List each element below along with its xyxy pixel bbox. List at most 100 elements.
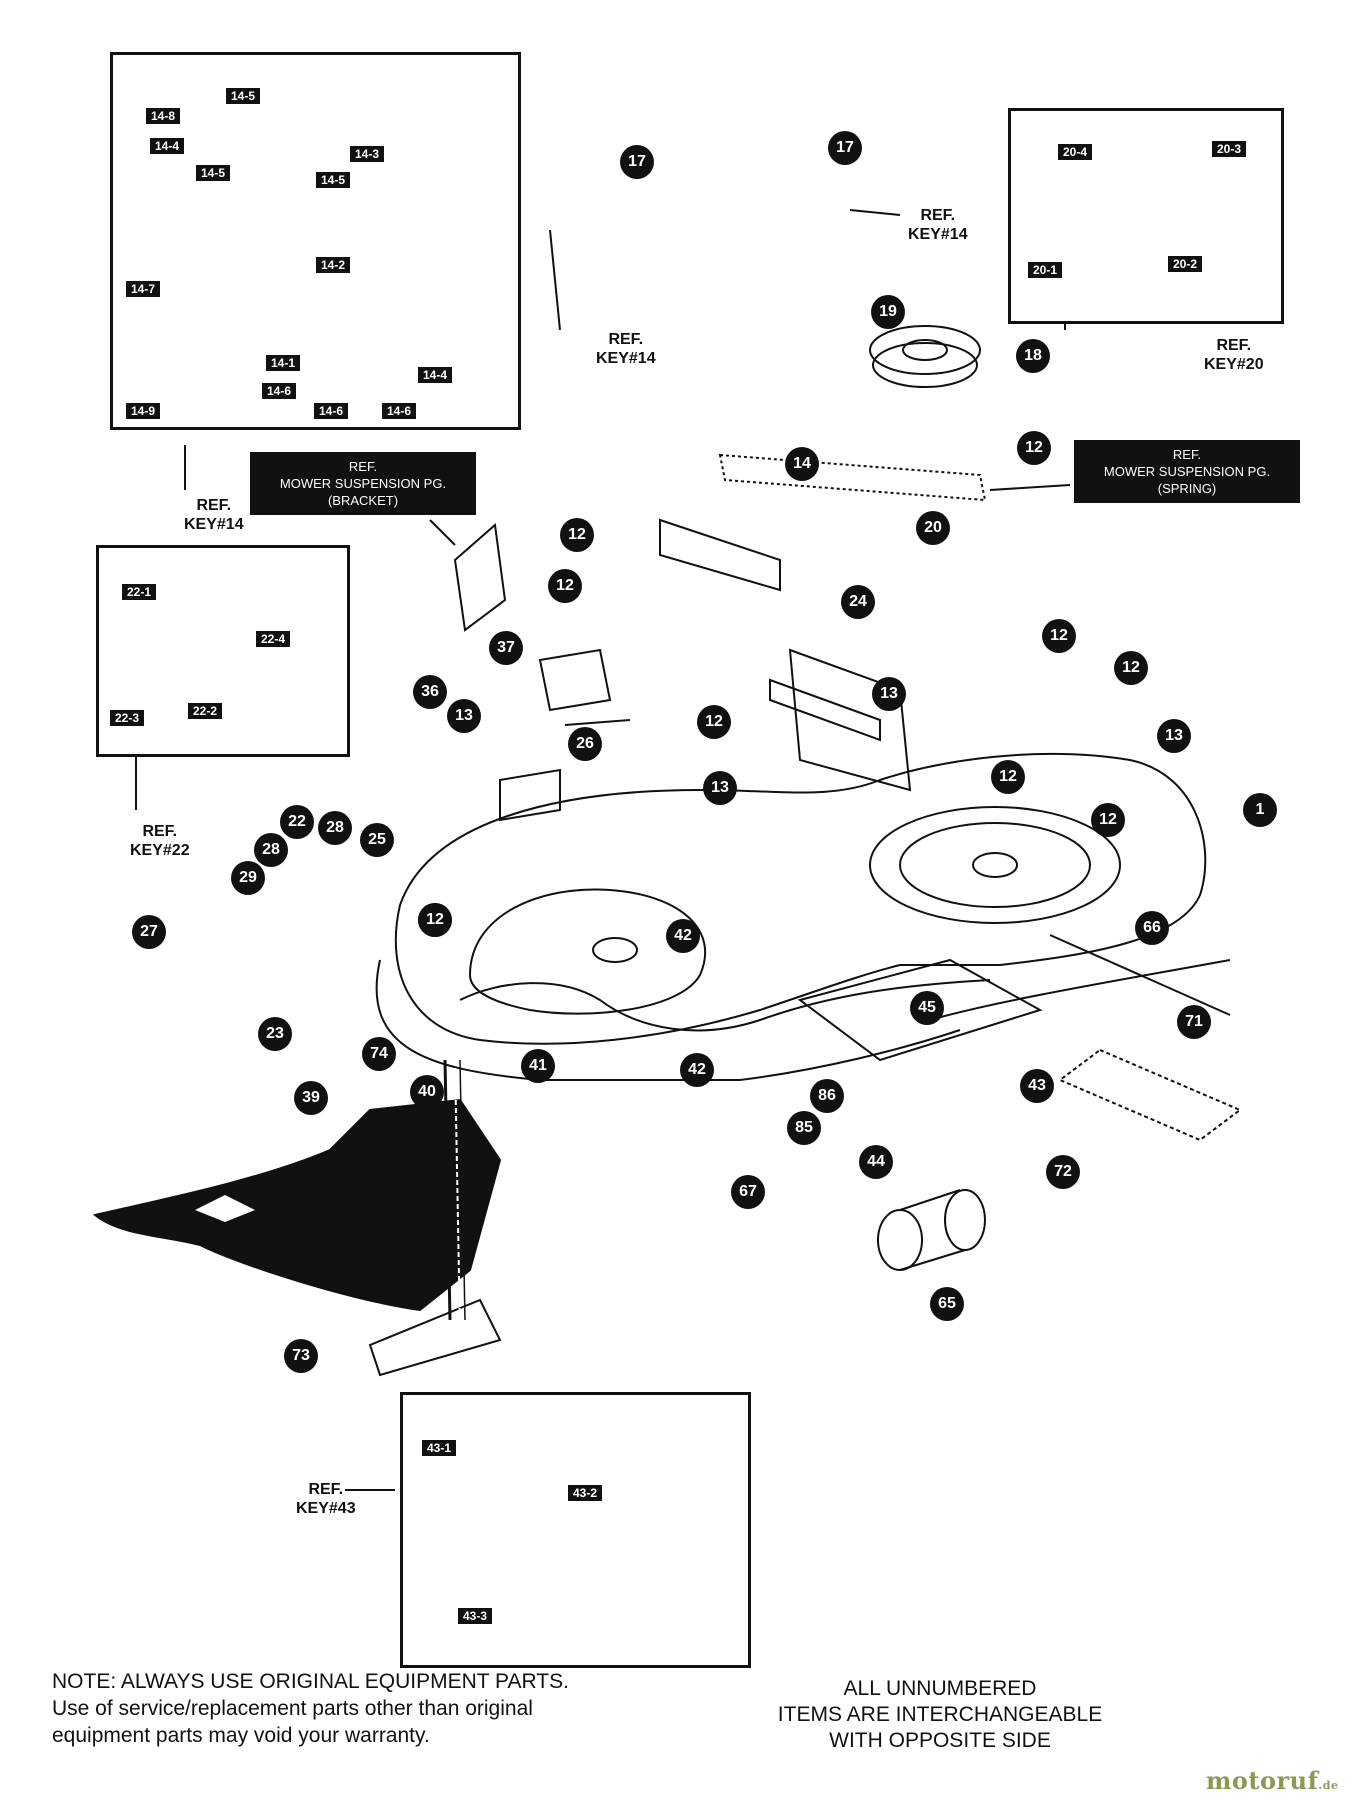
tag-14-3: 14-3 <box>350 146 385 162</box>
tag-14-4: 14-4 <box>418 367 453 383</box>
tag-43-1: 43-1 <box>422 1440 457 1456</box>
warranty-note-line-2: Use of service/replacement parts other t… <box>52 1697 533 1720</box>
tag-14-6: 14-6 <box>262 383 297 399</box>
callout-12: 12 <box>418 903 452 937</box>
tag-43-3: 43-3 <box>458 1608 493 1624</box>
watermark-suffix: .de <box>1318 1779 1339 1792</box>
warranty-note: NOTE: ALWAYS USE ORIGINAL EQUIPMENT PART… <box>52 1668 652 1749</box>
callout-14: 14 <box>785 447 819 481</box>
callout-45: 45 <box>910 991 944 1025</box>
callout-12: 12 <box>697 705 731 739</box>
callout-41: 41 <box>521 1049 555 1083</box>
callout-26: 26 <box>568 727 602 761</box>
ref-key-14-a: REF.KEY#14 <box>596 331 656 367</box>
watermark-brand: motoruf <box>1206 1766 1319 1795</box>
warranty-note-line-3: equipment parts may void your warranty. <box>52 1724 430 1747</box>
callout-22: 22 <box>280 805 314 839</box>
callout-40: 40 <box>410 1075 444 1109</box>
warranty-note-line-1: NOTE: ALWAYS USE ORIGINAL EQUIPMENT PART… <box>52 1670 569 1693</box>
callout-72: 72 <box>1046 1155 1080 1189</box>
tag-43-2: 43-2 <box>568 1485 603 1501</box>
callout-12: 12 <box>991 760 1025 794</box>
callout-12: 12 <box>1017 431 1051 465</box>
callout-12: 12 <box>1091 803 1125 837</box>
watermark-logo: motoruf.de <box>1206 1766 1338 1795</box>
interchangeable-note-line-3: WITH OPPOSITE SIDE <box>829 1729 1051 1752</box>
inset-key-43 <box>400 1392 751 1668</box>
callout-13: 13 <box>447 699 481 733</box>
callout-73: 73 <box>284 1339 318 1373</box>
tag-14-5: 14-5 <box>196 165 231 181</box>
callout-25: 25 <box>360 823 394 857</box>
ref-box-spring-line-2: MOWER SUSPENSION PG. <box>1103 464 1271 479</box>
callout-13: 13 <box>1157 719 1191 753</box>
callout-12: 12 <box>1114 651 1148 685</box>
tag-14-5: 14-5 <box>316 172 351 188</box>
callout-23: 23 <box>258 1017 292 1051</box>
ref-key-43: REF.KEY#43 <box>296 1481 356 1517</box>
tag-14-2: 14-2 <box>316 257 351 273</box>
ref-box-bracket: REF. MOWER SUSPENSION PG. (BRACKET) <box>250 452 476 515</box>
tag-22-3: 22-3 <box>110 710 145 726</box>
callout-36: 36 <box>413 675 447 709</box>
callout-18: 18 <box>1016 339 1050 373</box>
tag-14-5: 14-5 <box>226 88 261 104</box>
callout-28: 28 <box>318 811 352 845</box>
tag-20-1: 20-1 <box>1028 262 1063 278</box>
tag-22-4: 22-4 <box>256 631 291 647</box>
ref-key-14-c: REF.KEY#14 <box>184 497 244 533</box>
callout-74: 74 <box>362 1037 396 1071</box>
callout-39: 39 <box>294 1081 328 1115</box>
callout-66: 66 <box>1135 911 1169 945</box>
callout-65: 65 <box>930 1287 964 1321</box>
tag-14-6: 14-6 <box>314 403 349 419</box>
tag-22-1: 22-1 <box>122 584 157 600</box>
callout-86: 86 <box>810 1079 844 1113</box>
interchangeable-note-line-2: ITEMS ARE INTERCHANGEABLE <box>777 1703 1103 1726</box>
tag-22-2: 22-2 <box>188 703 223 719</box>
callout-20: 20 <box>916 511 950 545</box>
tag-14-4: 14-4 <box>150 138 185 154</box>
callout-17: 17 <box>620 145 654 179</box>
callout-43: 43 <box>1020 1069 1054 1103</box>
ref-key-14-b: REF.KEY#14 <box>908 207 968 243</box>
ref-box-bracket-line-3: (BRACKET) <box>327 493 399 508</box>
ref-box-spring-line-1: REF. <box>1172 447 1202 462</box>
callout-37: 37 <box>489 631 523 665</box>
callout-12: 12 <box>548 569 582 603</box>
callout-42: 42 <box>666 919 700 953</box>
tag-20-4: 20-4 <box>1058 144 1093 160</box>
ref-box-spring: REF. MOWER SUSPENSION PG. (SPRING) <box>1074 440 1300 503</box>
callout-42: 42 <box>680 1053 714 1087</box>
tag-20-2: 20-2 <box>1168 256 1203 272</box>
callout-85: 85 <box>787 1111 821 1145</box>
callout-19: 19 <box>871 295 905 329</box>
callout-1: 1 <box>1243 793 1277 827</box>
ref-box-bracket-line-1: REF. <box>348 459 378 474</box>
ref-key-20: REF.KEY#20 <box>1204 337 1264 373</box>
callout-27: 27 <box>132 915 166 949</box>
callout-13: 13 <box>703 771 737 805</box>
discharge-deflector <box>92 1098 502 1312</box>
callout-29: 29 <box>231 861 265 895</box>
callout-17: 17 <box>828 131 862 165</box>
callout-67: 67 <box>731 1175 765 1209</box>
callout-71: 71 <box>1177 1005 1211 1039</box>
callout-12: 12 <box>1042 619 1076 653</box>
ref-box-spring-line-3: (SPRING) <box>1157 481 1217 496</box>
tag-20-3: 20-3 <box>1212 141 1247 157</box>
interchangeable-note-line-1: ALL UNNUMBERED <box>843 1677 1037 1700</box>
ref-box-bracket-line-2: MOWER SUSPENSION PG. <box>279 476 447 491</box>
tag-14-8: 14-8 <box>146 108 181 124</box>
callout-44: 44 <box>859 1145 893 1179</box>
ref-key-22: REF.KEY#22 <box>130 823 190 859</box>
interchangeable-note: ALL UNNUMBERED ITEMS ARE INTERCHANGEABLE… <box>720 1676 1160 1754</box>
tag-14-6: 14-6 <box>382 403 417 419</box>
callout-24: 24 <box>841 585 875 619</box>
callout-13: 13 <box>872 677 906 711</box>
tag-14-1: 14-1 <box>266 355 301 371</box>
callout-12: 12 <box>560 518 594 552</box>
tag-14-9: 14-9 <box>126 403 161 419</box>
callout-28: 28 <box>254 833 288 867</box>
tag-14-7: 14-7 <box>126 281 161 297</box>
